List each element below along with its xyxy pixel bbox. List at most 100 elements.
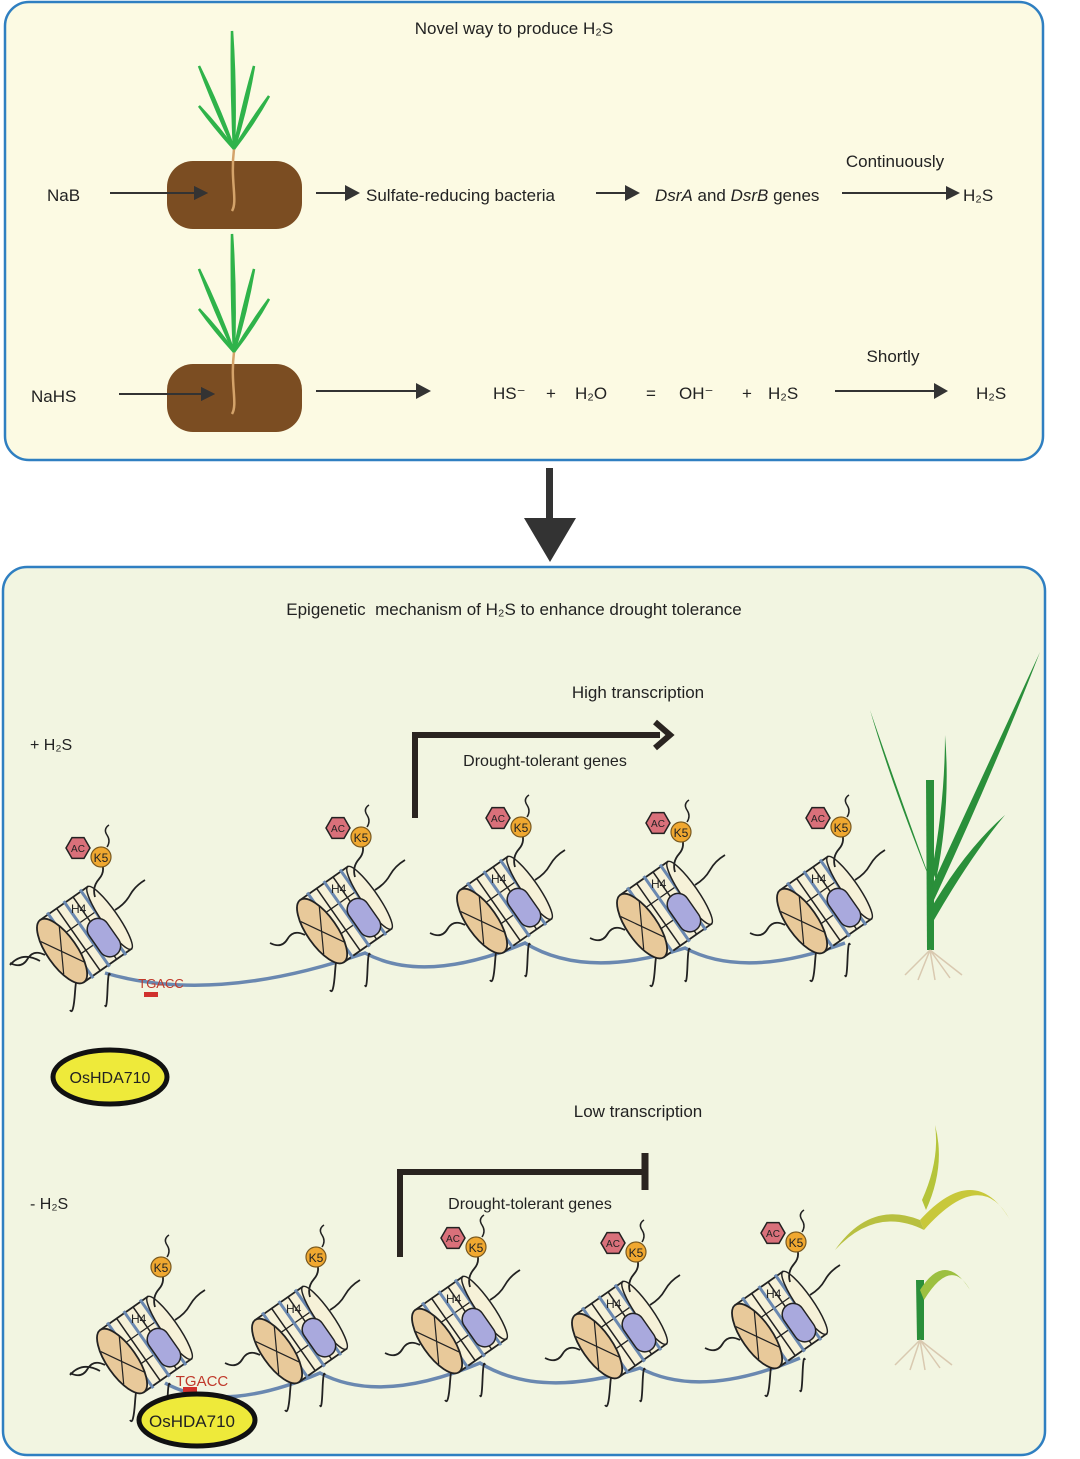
h2s-product-1: H₂S bbox=[963, 186, 993, 205]
leaf-icon bbox=[232, 298, 271, 353]
dna-oval bbox=[146, 1327, 182, 1368]
tgacc-motif bbox=[144, 992, 158, 997]
eq-h2o: H₂O bbox=[575, 384, 607, 403]
tgacc-motif-label: TGACC bbox=[138, 976, 184, 991]
bottom-panel-title: Epigenetic mechanism of H₂S to enhance d… bbox=[286, 600, 741, 619]
h4-label: H4 bbox=[766, 1287, 782, 1301]
leaf-icon bbox=[230, 30, 236, 150]
leaf-icon bbox=[932, 735, 947, 880]
oshda710-label: OsHDA710 bbox=[70, 1070, 151, 1087]
k5-label: K5 bbox=[789, 1236, 804, 1250]
down-arrow bbox=[524, 468, 576, 562]
histone-tail bbox=[809, 1264, 841, 1296]
dna-wrap bbox=[122, 1310, 171, 1378]
high-transcription-label: High transcription bbox=[572, 683, 704, 702]
histone-tail bbox=[589, 926, 626, 942]
arrow-to-equation bbox=[316, 383, 431, 399]
repression-bar bbox=[397, 1153, 649, 1257]
wilted-rice-plant bbox=[835, 1125, 1010, 1371]
leaf-icon bbox=[922, 1125, 939, 1210]
minus-h2s-label: - H₂S bbox=[30, 1196, 68, 1213]
k5-icon bbox=[510, 816, 532, 838]
eq-h2s: H₂S bbox=[768, 384, 798, 403]
histone-tail bbox=[799, 1357, 806, 1393]
tgacc-motif-label: TGACC bbox=[176, 1373, 229, 1390]
acetyl-label: AC bbox=[491, 814, 505, 825]
histone-tail bbox=[364, 952, 371, 988]
histone-tail bbox=[174, 1289, 206, 1321]
histone-tail bbox=[319, 1372, 326, 1408]
h4-label: H4 bbox=[491, 872, 507, 886]
leaf-icon bbox=[232, 95, 271, 150]
acetyl-label: AC bbox=[651, 819, 665, 830]
acetyl-icon bbox=[600, 1231, 626, 1255]
histone-tail bbox=[9, 951, 46, 967]
eq-hs: HS⁻ bbox=[493, 384, 526, 403]
histone-tail bbox=[639, 1367, 646, 1403]
leaf-icon bbox=[197, 308, 236, 353]
k5-label: K5 bbox=[674, 826, 689, 840]
dna-wrap bbox=[277, 1300, 326, 1368]
dna-oval bbox=[666, 892, 702, 933]
k5-icon bbox=[465, 1236, 487, 1258]
dna-wrap bbox=[802, 870, 851, 938]
arrow-to-bacteria bbox=[316, 185, 360, 201]
leaf-icon bbox=[197, 268, 236, 353]
histone-tail bbox=[544, 1346, 581, 1362]
nucleosome: H4 K5 AC bbox=[589, 799, 726, 988]
nab-label: NaB bbox=[47, 186, 80, 205]
root-icon bbox=[904, 949, 963, 981]
top-panel-title: Novel way to produce H₂S bbox=[415, 19, 613, 38]
dna-oval bbox=[621, 1312, 657, 1353]
dsr-genes-label: DsrA and DsrB genes bbox=[655, 186, 819, 205]
histone-tail bbox=[479, 1362, 486, 1398]
histone-tail bbox=[429, 921, 466, 937]
dna-strand bbox=[164, 1356, 801, 1399]
leaf-icon bbox=[232, 268, 256, 353]
oshda710-minus: OsHDA710 bbox=[136, 1391, 258, 1449]
top-panel bbox=[3, 0, 1045, 462]
histone-tail bbox=[269, 931, 306, 947]
arrow-continuously bbox=[842, 186, 960, 200]
dna-wrap bbox=[482, 870, 531, 938]
leaf-icon bbox=[230, 233, 236, 353]
acetyl-label: AC bbox=[766, 1229, 780, 1240]
leaf-icon bbox=[232, 65, 256, 150]
bacteria-label: Sulfate-reducing bacteria bbox=[366, 186, 556, 205]
dna-wrap bbox=[642, 875, 691, 943]
h4-label: H4 bbox=[446, 1292, 462, 1306]
h4-label: H4 bbox=[331, 882, 347, 896]
histone-tail bbox=[489, 1269, 521, 1301]
nucleosome: H4 K5 AC bbox=[704, 1209, 841, 1398]
equation: HS⁻ + H₂O = OH⁻ + H₂S bbox=[493, 384, 798, 403]
oshda710-plus: OsHDA710 bbox=[50, 1047, 170, 1107]
eq-equals: = bbox=[646, 384, 656, 403]
plus-h2s-label: + H₂S bbox=[30, 737, 72, 754]
transcription-arrow bbox=[412, 719, 675, 818]
histone-tail bbox=[104, 972, 111, 1008]
acetyl-icon bbox=[485, 806, 511, 830]
k5-icon bbox=[150, 1256, 172, 1278]
acetyl-icon bbox=[65, 836, 91, 860]
k5-icon bbox=[785, 1231, 807, 1253]
acetyl-label: AC bbox=[71, 844, 85, 855]
acetyl-icon bbox=[805, 806, 831, 830]
h4-label: H4 bbox=[651, 877, 667, 891]
arrow-nab bbox=[110, 186, 208, 200]
acetyl-label: AC bbox=[331, 824, 345, 835]
histone-tail bbox=[384, 1341, 421, 1357]
drought-genes-label: Drought-tolerant genes bbox=[463, 753, 627, 770]
k5-icon bbox=[625, 1241, 647, 1263]
k5-label: K5 bbox=[309, 1251, 324, 1265]
root-icon bbox=[894, 1339, 953, 1371]
histone-tail bbox=[704, 1336, 741, 1352]
k5-label: K5 bbox=[514, 821, 529, 835]
acetyl-icon bbox=[760, 1221, 786, 1245]
dna-oval bbox=[86, 917, 122, 958]
leaf-icon bbox=[197, 65, 236, 150]
